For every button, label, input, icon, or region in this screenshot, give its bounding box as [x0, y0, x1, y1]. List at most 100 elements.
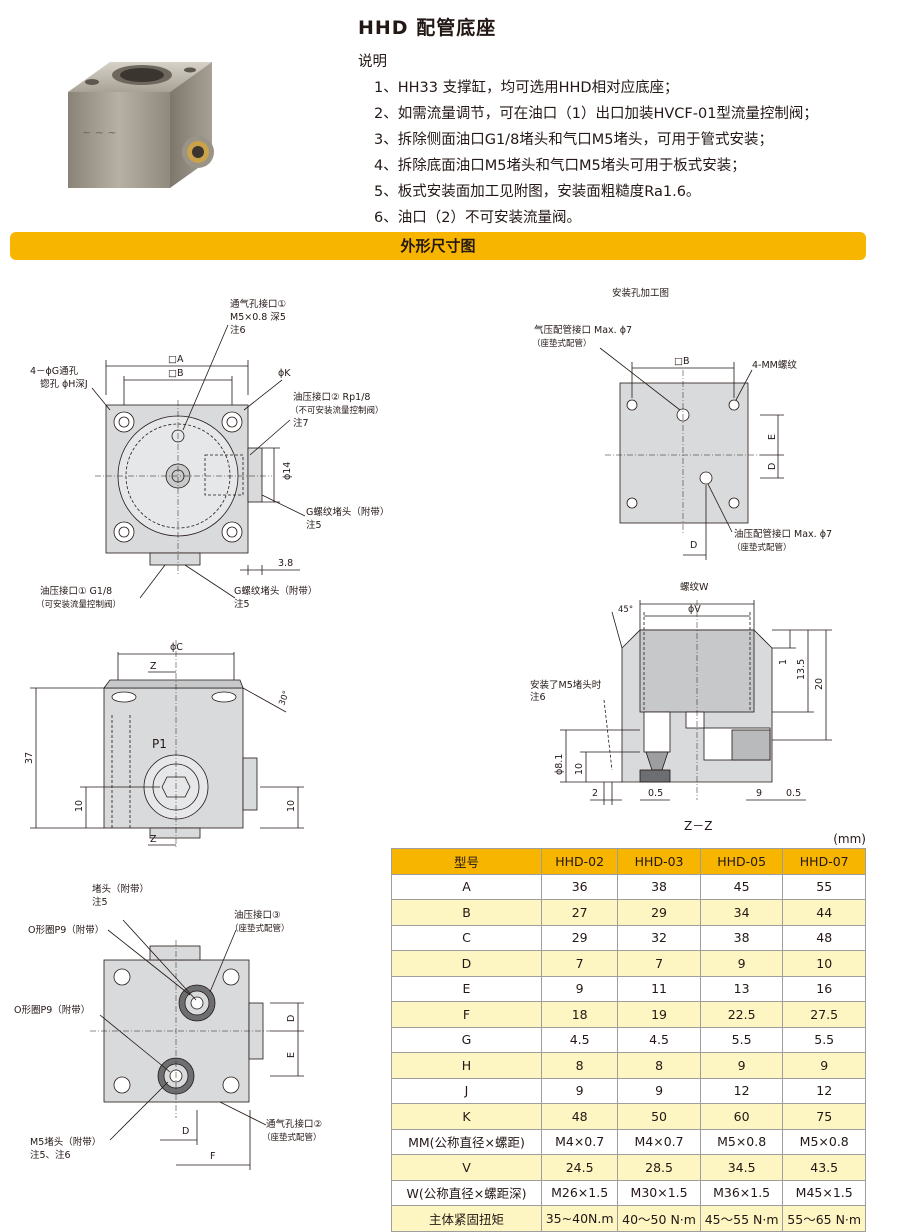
table-cell: 34.5: [699, 1154, 784, 1181]
oil-port-2-ref: 注7: [293, 417, 309, 429]
row-label: E: [391, 975, 542, 1002]
dim-phi-14: ϕ14: [282, 462, 293, 480]
col-header: 型号: [391, 848, 542, 875]
row-label: D: [391, 950, 542, 977]
plug-g-label: G螺纹堵头（附带）: [306, 506, 389, 518]
angle-30: 30°: [277, 689, 292, 707]
table-cell: 44: [782, 899, 866, 926]
oil-port-mount-label: 油压配管接口 Max. ϕ7: [734, 528, 832, 540]
note-item: 6、油口（2）不可安装流量阀。: [374, 210, 581, 226]
table-cell: 13: [699, 975, 784, 1002]
table-cell: 24.5: [540, 1154, 619, 1181]
plug-g-note-2: 注5: [234, 598, 250, 610]
table-cell: 27.5: [782, 1001, 866, 1028]
col-header: HHD-02: [540, 848, 619, 875]
table-cell: 9: [540, 975, 619, 1002]
svg-text:~ ~ ~: ~ ~ ~: [82, 126, 117, 139]
dim-0-5-left: 0.5: [648, 788, 663, 799]
mount-dim-d: D: [767, 463, 778, 470]
product-photo: ~ ~ ~: [68, 62, 214, 188]
table-cell: 9: [699, 950, 784, 977]
section-z-bottom: Z: [150, 834, 157, 845]
table-cell: 5.5: [699, 1026, 784, 1053]
table-cell: M5×0.8: [782, 1128, 866, 1155]
page-title: HHD 配管底座: [358, 17, 497, 39]
table-cell: 29: [617, 899, 701, 926]
table-cell: 38: [699, 924, 784, 951]
oring-label-1: O形圈P9（附带）: [28, 924, 104, 936]
plug-g-label-2: G螺纹堵头（附带）: [234, 585, 317, 597]
row-label: H: [391, 1052, 542, 1079]
table-cell: 35~40N.m: [540, 1205, 619, 1232]
table-cell: 27: [540, 899, 619, 926]
plug-g-note: 注5: [306, 519, 322, 531]
table-cell: 5.5: [782, 1026, 866, 1053]
table-cell: 32: [617, 924, 701, 951]
m5-plug-note: 安装了M5堵头时: [530, 679, 602, 691]
dim-13-5: 13.5: [796, 659, 807, 680]
mount-dim-b: □B: [674, 356, 690, 367]
plug-label: 堵头（附带）: [92, 883, 149, 895]
table-cell: 45: [699, 873, 784, 900]
table-cell: 55～65 N·m: [782, 1205, 866, 1232]
dim-10: 10: [574, 763, 585, 775]
oring-label-2: O形圈P9（附带）: [14, 1004, 90, 1016]
dimension-drawings: 通气孔接口① M5×0.8 深5 注6 □A □B ϕK 4－ϕG通孔 锪孔 ϕ…: [24, 287, 832, 1170]
dim-10-right: 10: [286, 800, 297, 812]
table-cell: 18: [540, 1001, 619, 1028]
oil-port-3-note: （座垫式配管）: [230, 923, 290, 934]
unit-label: (mm): [833, 832, 866, 846]
table-cell: 60: [699, 1103, 784, 1130]
oil-port-2-label: 油压接口② Rp1/8: [293, 391, 370, 403]
dim-9: 9: [756, 788, 762, 799]
m5-plug-notes: 注5、注6: [30, 1149, 71, 1161]
bottom-view-labels: 堵头（附带） 注5 O形圈P9（附带） 油压接口③ （座垫式配管） O形圈P9（…: [14, 883, 322, 1162]
table-cell: 36: [540, 873, 619, 900]
table-cell: 7: [540, 950, 619, 977]
dim-phi-v: ϕV: [688, 604, 701, 615]
m5-plug-label: M5堵头（附带）: [30, 1136, 101, 1148]
dim-0-5-right: 0.5: [786, 788, 801, 799]
dim-phi-8-1: ϕ8.1: [554, 754, 565, 775]
row-label: J: [391, 1077, 542, 1104]
table-cell: 75: [782, 1103, 866, 1130]
table-cell: 38: [617, 873, 701, 900]
col-header: HHD-05: [699, 848, 784, 875]
table-cell: 4.5: [617, 1026, 701, 1053]
table-cell: M5×0.8: [699, 1128, 784, 1155]
table-cell: 16: [782, 975, 866, 1002]
air-port-note: （座垫式配管）: [532, 338, 592, 349]
oil-port-1-note: （可安装流量控制阀）: [36, 599, 121, 610]
row-label: V: [391, 1154, 542, 1181]
table-cell: 48: [782, 924, 866, 951]
plug-note: 注5: [92, 896, 108, 908]
table-cell: 22.5: [699, 1001, 784, 1028]
mount-dim-d-bottom: D: [690, 540, 697, 551]
table-cell: 19: [617, 1001, 701, 1028]
table-cell: 43.5: [782, 1154, 866, 1181]
bottom-dim-f: F: [210, 1151, 215, 1162]
table-cell: 34: [699, 899, 784, 926]
table-cell: 48: [540, 1103, 619, 1130]
row-label: A: [391, 873, 542, 900]
port-p1: P1: [152, 737, 167, 751]
table-cell: 12: [782, 1077, 866, 1104]
table-cell: M36×1.5: [699, 1179, 784, 1206]
row-label: G: [391, 1026, 542, 1053]
dim-37: 37: [24, 752, 35, 764]
table-cell: 7: [617, 950, 701, 977]
vent-port-1-note: 注6: [230, 324, 246, 336]
oil-port-2-note: （不可安装流量控制阀）: [290, 405, 384, 416]
vent-port-1-spec: M5×0.8 深5: [230, 312, 286, 323]
